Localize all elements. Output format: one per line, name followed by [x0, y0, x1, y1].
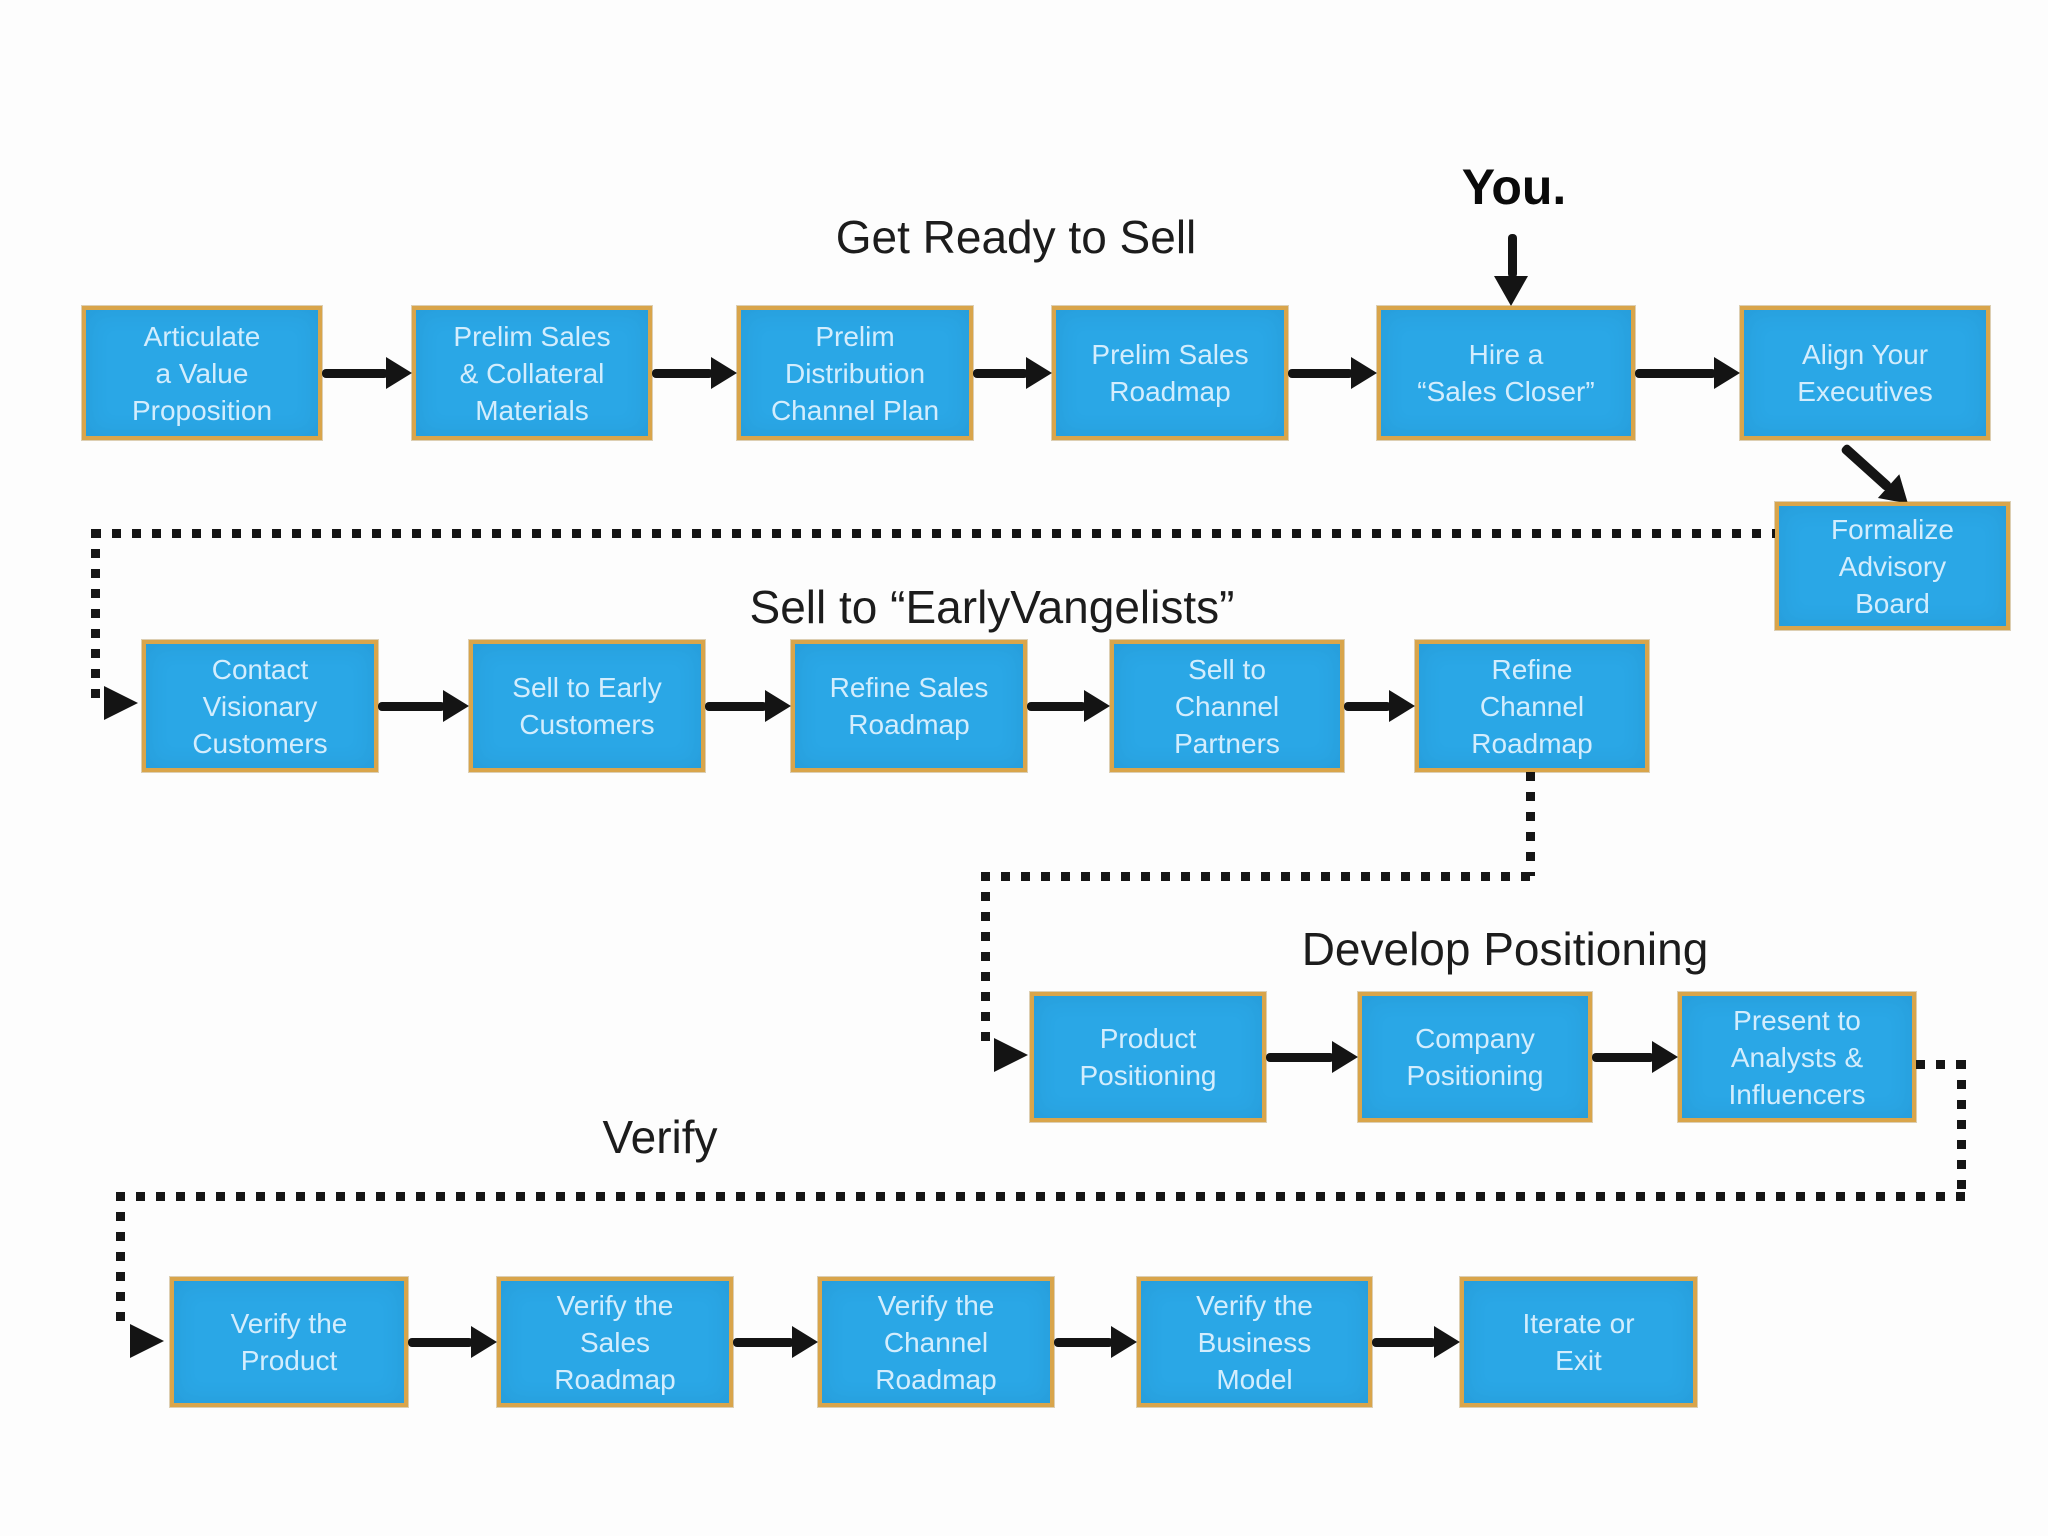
box-product-positioning: Product Positioning: [1030, 992, 1266, 1122]
arrow-shaft: [1508, 234, 1517, 278]
box-prelim-sales-collateral-materials: Prelim Sales & Collateral Materials: [412, 306, 652, 440]
box-sell-to-early-customers: Sell to Early Customers: [469, 640, 705, 772]
arrow-distribution-to-sales-roadmap: [973, 357, 1052, 389]
arrow-product-to-company-positioning: [1266, 1041, 1358, 1073]
arrow-articulate-to-prelim-collateral: [322, 357, 412, 389]
box-refine-channel-roadmap: Refine Channel Roadmap: [1415, 640, 1649, 772]
dotted-path-row2-horizontal: [981, 872, 1534, 881]
dotted-arrow-head-into-contact: [104, 686, 138, 720]
arrow-prelim-collateral-to-distribution: [652, 357, 737, 389]
section-title-sell-to-earlyvangelists: Sell to “EarlyVangelists”: [749, 581, 1235, 633]
box-refine-sales-roadmap: Refine Sales Roadmap: [791, 640, 1027, 772]
dotted-path-row2-vertical-right: [1526, 772, 1535, 876]
section-title-verify: Verify: [602, 1111, 718, 1163]
arrow-business-model-to-iterate-exit: [1372, 1326, 1460, 1358]
arrow-channel-partners-to-refine-channel: [1344, 690, 1415, 722]
box-align-your-executives: Align Your Executives: [1740, 306, 1990, 440]
arrow-refine-sales-to-channel-partners: [1027, 690, 1110, 722]
arrow-verify-product-to-sales-roadmap: [408, 1326, 497, 1358]
dotted-path-row3-vertical-left: [116, 1192, 125, 1332]
dotted-path-row2-vertical-left: [981, 872, 990, 1052]
you-down-arrow-icon: [1494, 234, 1528, 306]
box-articulate-value-proposition: Articulate a Value Proposition: [82, 306, 322, 440]
you-annotation-label: You.: [1461, 159, 1567, 215]
box-company-positioning: Company Positioning: [1358, 992, 1592, 1122]
box-prelim-sales-roadmap: Prelim Sales Roadmap: [1052, 306, 1288, 440]
box-sell-to-channel-partners: Sell to Channel Partners: [1110, 640, 1344, 772]
box-verify-the-product: Verify the Product: [170, 1277, 408, 1407]
arrow-sales-roadmap-to-channel-roadmap: [733, 1326, 818, 1358]
arrow-hire-closer-to-align-executives: [1635, 357, 1740, 389]
dotted-path-row1-horizontal: [92, 529, 1775, 538]
box-iterate-or-exit: Iterate or Exit: [1460, 1277, 1697, 1407]
box-verify-the-channel-roadmap: Verify the Channel Roadmap: [818, 1277, 1054, 1407]
dotted-path-row3-horizontal-long: [116, 1192, 1966, 1201]
box-contact-visionary-customers: Contact Visionary Customers: [142, 640, 378, 772]
box-verify-the-business-model: Verify the Business Model: [1137, 1277, 1372, 1407]
dotted-arrow-head-into-product-positioning: [994, 1038, 1028, 1072]
dotted-path-row1-vertical: [91, 529, 100, 706]
arrow-head: [1494, 276, 1528, 306]
section-title-develop-positioning: Develop Positioning: [1301, 923, 1709, 975]
box-prelim-distribution-channel-plan: Prelim Distribution Channel Plan: [737, 306, 973, 440]
arrow-channel-roadmap-to-business-model: [1054, 1326, 1137, 1358]
dotted-path-row3-vertical-right: [1957, 1060, 1966, 1200]
box-formalize-advisory-board: Formalize Advisory Board: [1775, 502, 2010, 630]
box-present-to-analysts-influencers: Present to Analysts & Influencers: [1678, 992, 1916, 1122]
arrow-company-to-present-analysts: [1592, 1041, 1678, 1073]
arrow-contact-to-sell-early: [378, 690, 469, 722]
dotted-path-row3-horizontal-right: [1916, 1060, 1968, 1069]
dotted-arrow-head-into-verify-product: [130, 1324, 164, 1358]
box-verify-the-sales-roadmap: Verify the Sales Roadmap: [497, 1277, 733, 1407]
arrow-sales-roadmap-to-hire-closer: [1288, 357, 1377, 389]
box-hire-a-sales-closer: Hire a “Sales Closer”: [1377, 306, 1635, 440]
section-title-get-ready-to-sell: Get Ready to Sell: [835, 211, 1197, 263]
arrow-sell-early-to-refine-sales: [705, 690, 791, 722]
